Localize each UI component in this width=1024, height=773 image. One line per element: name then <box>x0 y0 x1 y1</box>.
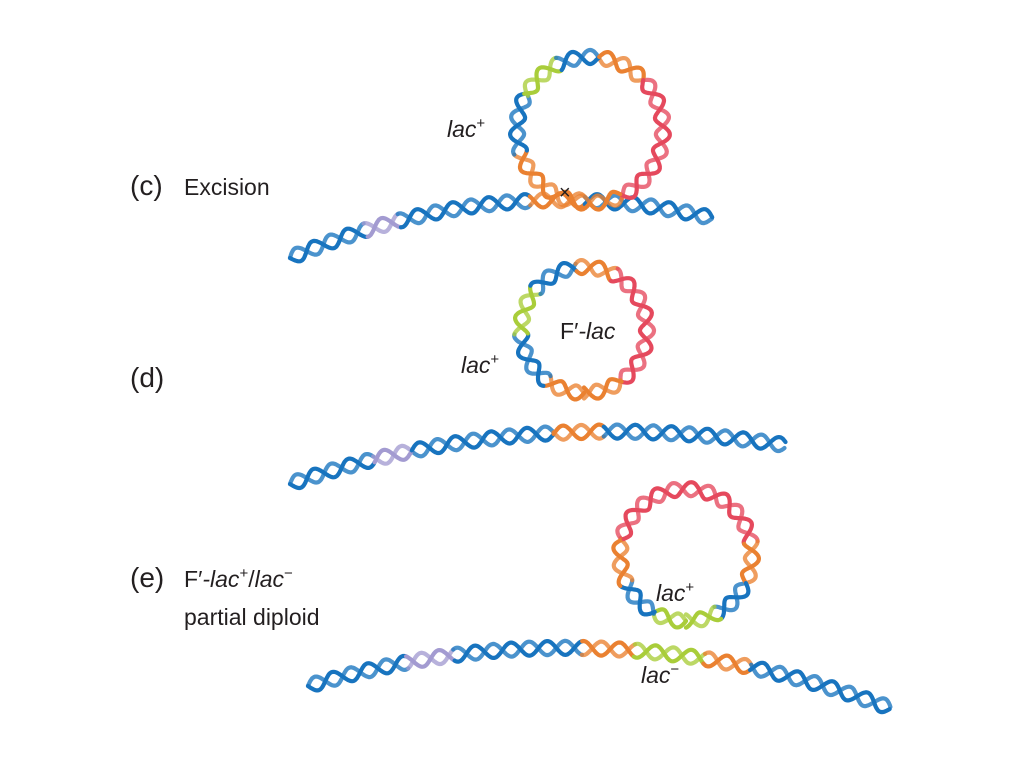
panel-e-description: F′-lac+/lac− <box>184 566 293 593</box>
f-prime-lac-plasmid-front-strand-piece-1 <box>516 331 546 388</box>
chromosome-e-back-strand-piece-6 <box>749 662 893 709</box>
f-prime-lac-plus-plasmid-front-strand-piece-0 <box>652 607 689 630</box>
panel-e-lac-minus-text: lac <box>641 662 671 688</box>
chromosome-e-back-strand-piece-5 <box>702 650 754 672</box>
f-prime-lac-plus-plasmid-front-strand-piece-1 <box>618 583 657 617</box>
chromosome-d-front-strand-piece-4 <box>601 422 788 451</box>
panel-e-lac-minus-label: lac− <box>641 662 679 689</box>
chromosome-d-back-strand-piece-4 <box>601 422 787 454</box>
integrated-loop-c-front-strand-piece-5 <box>618 77 672 200</box>
chromosome-c-front-strand-piece-0 <box>287 226 370 264</box>
f-prime-lac-plasmid-label: F′-lac <box>560 318 615 345</box>
panel-c-description: Excision <box>184 174 270 200</box>
chromosome-c-back-strand-piece-2 <box>395 193 533 226</box>
panel-e-tag: (e) <box>130 562 165 593</box>
f-prime-lac-plasmid-back-strand-piece-3 <box>538 261 578 297</box>
panel-c-lac-text: lac <box>447 116 477 142</box>
chromosome-e-front-strand-piece-0 <box>305 653 409 693</box>
chromosome-c-back-strand-piece-1 <box>361 212 400 234</box>
chromosome-d-back-strand-piece-0 <box>287 452 376 487</box>
panel-e-lac-plus-sup: + <box>685 579 695 596</box>
chromosome-e-front-strand-piece-4 <box>631 643 706 666</box>
chromosome-c-back-strand-piece-3 <box>528 191 588 210</box>
integrated-loop-c-back-strand-piece-0 <box>512 152 593 208</box>
panel-e-dna <box>305 480 893 715</box>
chromosome-d-front-strand-piece-1 <box>372 447 414 465</box>
panel-c-lac-plus-label: lac+ <box>447 116 485 143</box>
f-prime-lac-plus-plasmid-back-strand-piece-3 <box>615 480 760 544</box>
chromosome-d-front-strand-piece-0 <box>287 456 377 491</box>
panel-e-gene2: lac <box>254 566 284 592</box>
f-prime-lac-plus-plasmid-front-strand-piece-5 <box>719 581 751 621</box>
integrated-loop-c-front-strand-piece-1 <box>507 91 529 153</box>
panel-e-sup1: + <box>239 565 249 582</box>
panel-c-tag: (c) <box>130 170 163 201</box>
f-prime-lac-plus-plasmid-front-strand-piece-3 <box>621 480 755 546</box>
crossover-mark: × <box>559 182 571 204</box>
chromosome-e-front-strand-piece-6 <box>748 660 892 715</box>
integrated-loop-c-back-strand-piece-2 <box>522 55 559 98</box>
chromosome-d-front-strand-piece-2 <box>409 425 556 456</box>
chromosome-e-front-strand-piece-5 <box>701 653 753 676</box>
panel-e-lac-plus-label: lac+ <box>656 580 694 607</box>
panel-e-prime: ′ <box>198 566 203 592</box>
chromosome-e-front-strand-piece-2 <box>452 639 585 664</box>
panel-e-slash: / <box>248 566 255 592</box>
f-prime-lac-plasmid-front-strand-piece-5 <box>608 276 654 385</box>
integrated-loop-c-front-strand-piece-3 <box>559 49 602 73</box>
chromosome-e-front-strand-piece-3 <box>580 638 636 659</box>
f-prime-lac-plasmid-back-strand-piece-6 <box>581 378 623 401</box>
f-prime-lac-plasmid-front-strand-piece-3 <box>528 261 579 288</box>
chromosome-c-front-strand-piece-2 <box>398 192 532 230</box>
f-prime-lac-plasmid-front-strand-piece-0 <box>541 379 587 402</box>
f-prime-mark: ′ <box>574 318 579 344</box>
f-prime-lac-plasmid-front-strand-piece-6 <box>581 377 624 401</box>
chromosome-d-front-strand-piece-3 <box>551 422 606 442</box>
panel-d-lac-text: lac <box>461 352 491 378</box>
integrated-loop-c-front-strand-piece-4 <box>597 50 646 83</box>
chromosome-e-back-strand-piece-3 <box>579 639 637 659</box>
f-prime-lac-plasmid-front-strand-piece-2 <box>513 283 537 336</box>
panel-e-description-line2: partial diploid <box>184 604 320 630</box>
f-prime-lac-plus-plasmid-front-strand-piece-6 <box>683 610 724 630</box>
f-prime-lac-plus-plasmid-front-strand-piece-4 <box>739 541 761 586</box>
integrated-loop-c-front-strand-piece-6 <box>587 189 623 212</box>
chromosome-e-back-strand-piece-2 <box>451 638 584 662</box>
chromosome-c-front-strand-piece-1 <box>365 215 404 239</box>
f-prime-lac-plasmid-back-strand-piece-5 <box>615 266 657 383</box>
f-prime-letter: F <box>560 318 575 344</box>
panel-d-lac-sup: + <box>490 351 500 368</box>
integrated-loop-c-back-strand-piece-4 <box>597 56 646 83</box>
panel-e-lac-minus-sup: − <box>670 661 680 678</box>
panel-e-gene1: -lac <box>202 566 240 592</box>
integrated-loop-c-front-strand-piece-2 <box>522 65 564 96</box>
f-prime-gene: -lac <box>578 318 616 344</box>
f-prime-lac-plus-plasmid-front-strand-piece-2 <box>611 536 630 588</box>
chromosome-e-front-strand-piece-1 <box>404 647 457 669</box>
panel-c-dna <box>287 47 715 264</box>
panel-e-f: F <box>184 566 199 592</box>
chromosome-d-back-strand-piece-3 <box>551 422 606 442</box>
panel-d-dna <box>287 258 788 491</box>
panel-c-lac-sup: + <box>476 115 486 132</box>
f-prime-lac-plasmid-front-strand-piece-4 <box>574 259 614 283</box>
panel-e-lac-plus-text: lac <box>656 580 686 606</box>
panel-e-sup2: − <box>284 565 293 582</box>
f-prime-lac-plus-plasmid-back-strand-piece-2 <box>611 536 635 583</box>
panel-d-tag: (d) <box>130 362 165 393</box>
panel-d-lac-plus-label: lac+ <box>461 352 499 379</box>
f-prime-lac-plasmid-back-strand-piece-4 <box>573 258 620 278</box>
integrated-loop-c-front-strand-piece-0 <box>517 148 593 212</box>
chromosome-c-back-strand-piece-0 <box>287 221 366 261</box>
